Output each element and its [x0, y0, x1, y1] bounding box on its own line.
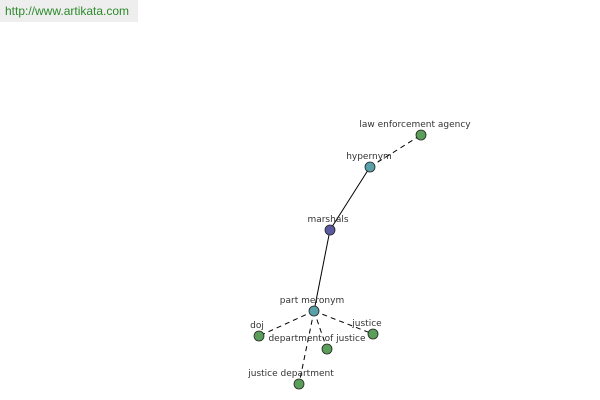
edge-marshals-partmeronym [313, 229, 331, 312]
edges-layer [258, 134, 422, 385]
node-justice[interactable] [367, 328, 379, 340]
node-label-justice[interactable]: justice [351, 319, 382, 329]
edge-partmeronym-doj2 [313, 310, 328, 350]
node-law[interactable] [415, 129, 427, 141]
edge-partmeronym-justicedept [298, 310, 315, 385]
node-label-partmeronym[interactable]: part meronym [280, 296, 344, 306]
node-label-doj2[interactable]: department of justice [268, 334, 366, 344]
node-label-justicedept[interactable]: justice department [247, 369, 334, 379]
edge-partmeronym-justice [313, 310, 374, 335]
node-doj2[interactable] [321, 343, 333, 355]
node-hypernym[interactable] [364, 161, 376, 173]
node-doj[interactable] [253, 330, 265, 342]
source-url-banner[interactable]: http://www.artikata.com [0, 0, 138, 22]
edge-hypernym-law [369, 134, 422, 168]
edge-marshals-hypernym [329, 166, 371, 231]
node-marshals[interactable] [324, 224, 336, 236]
node-label-doj[interactable]: doj [250, 321, 264, 331]
edge-partmeronym-doj [258, 310, 315, 337]
node-justicedept[interactable] [293, 378, 305, 390]
node-partmeronym[interactable] [308, 305, 320, 317]
node-label-marshals[interactable]: marshals [307, 215, 348, 225]
nodes-layer [253, 129, 427, 390]
node-label-law[interactable]: law enforcement agency [359, 120, 471, 130]
labels-layer: marshals hypernym law enforcement agency pa… [247, 120, 471, 379]
node-label-hypernym[interactable]: hypernym [346, 152, 392, 162]
